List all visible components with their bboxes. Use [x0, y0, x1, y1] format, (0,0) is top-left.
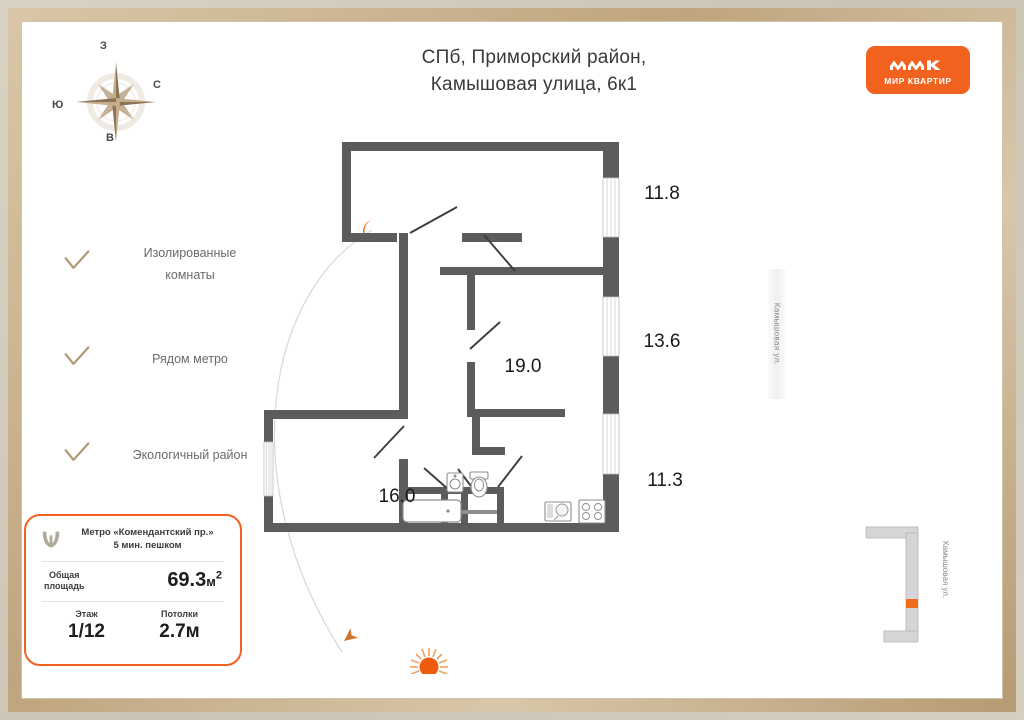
check-icon: [64, 346, 90, 366]
total-area-superscript: 2: [215, 569, 222, 582]
door-icon: [497, 455, 523, 488]
brand-logo[interactable]: МИР КВАРТИР: [866, 46, 970, 94]
feature-item-eco-district: Экологичный район: [60, 428, 275, 496]
property-info-card: Метро «Комендантский пр.» 5 мин. пешком …: [24, 514, 242, 666]
title-line-1: СПб, Приморский район,: [421, 47, 647, 68]
kitchen-sink-icon: [544, 501, 572, 522]
compass-label-west: Ю: [52, 99, 64, 111]
total-area-label: Общая площадь: [44, 570, 85, 592]
floor-cell: Этаж 1/12: [40, 609, 133, 643]
total-area-label-line1: Общая: [48, 569, 80, 580]
arrow-icon: [344, 628, 358, 641]
window-right-2: [602, 296, 620, 357]
floor-plan-svg: 11.8 13.6 19.0 11.3 16.0: [263, 142, 683, 532]
window-right-3: [602, 413, 620, 475]
toilet-icon: [469, 471, 489, 498]
mk-monogram-icon: [890, 60, 941, 70]
door-icon: [483, 234, 516, 272]
compass-label-south: В: [106, 132, 114, 144]
door-icon: [373, 425, 405, 459]
card-divider-2: [42, 601, 224, 602]
metro-station: Метро «Комендантский пр.»: [81, 527, 214, 538]
total-area-label-line2: площадь: [44, 580, 85, 591]
ceiling-value: 2.7м: [159, 621, 200, 642]
compass-star-icon: [76, 62, 156, 142]
card-divider-1: [42, 561, 224, 562]
logo-text: МИР КВАРТИР: [884, 75, 952, 86]
sun-icon: [410, 648, 448, 674]
feature-label-line1: Изолированные: [143, 246, 237, 260]
window-right-1: [602, 177, 620, 238]
metro-walk-time: 5 мин. пешком: [113, 540, 182, 551]
minimap-svg: [865, 526, 919, 643]
bathtub-icon: [402, 499, 462, 523]
floor-ceiling-row: Этаж 1/12 Потолки 2.7м: [40, 609, 226, 643]
door-icon: [469, 321, 501, 350]
room-label-16-0: 16.0: [379, 486, 416, 507]
location-minimap: Камышовая ул.: [864, 519, 974, 649]
total-area-row: Общая площадь 69.3м2: [40, 569, 226, 592]
room-label-19-0: 19.0: [505, 356, 542, 377]
floor-value: 1/12: [68, 621, 105, 642]
room-labels: 11.8 13.6 19.0 11.3 16.0: [379, 183, 683, 507]
floor-label: Этаж: [75, 609, 98, 619]
compass-label-north: З: [100, 40, 107, 52]
total-area-unit: м: [206, 574, 216, 589]
metro-m-icon: [42, 531, 60, 548]
feature-item-isolated-rooms: Изолированные комнаты: [60, 236, 275, 304]
room-label-11-3: 11.3: [647, 470, 683, 491]
metro-row: Метро «Комендантский пр.» 5 мин. пешком: [40, 526, 226, 552]
room-label-11-8: 11.8: [644, 183, 680, 204]
floor-plan: 11.8 13.6 19.0 11.3 16.0: [262, 104, 782, 584]
feature-label: Изолированные комнаты: [110, 242, 270, 286]
ceiling-cell: Потолки 2.7м: [133, 609, 226, 643]
window-left-1: [263, 441, 274, 497]
building-marker-icon: [906, 599, 918, 608]
door-icon: [409, 206, 458, 234]
ceiling-label: Потолки: [160, 609, 199, 619]
check-icon: [64, 442, 90, 462]
page-title: СПб, Приморский район, Камышовая улица, …: [324, 44, 744, 98]
floorplan-canvas: СПб, Приморский район, Камышовая улица, …: [24, 24, 1000, 696]
plan-fixtures: [402, 471, 606, 524]
feature-list: Изолированные комнаты Рядом метро Эколог…: [60, 236, 275, 496]
minimap-street-label: Камышовая ул.: [941, 541, 950, 599]
compass-rose: З С Ю В: [50, 36, 180, 156]
room-label-13-6: 13.6: [644, 331, 681, 352]
stove-icon: [578, 499, 606, 524]
compass-label-east: С: [153, 79, 161, 91]
metro-text: Метро «Комендантский пр.» 5 мин. пешком: [69, 526, 226, 552]
feature-label-line2: комнаты: [165, 268, 215, 282]
total-area-number: 69.3: [167, 569, 207, 591]
total-area-value: 69.3м2: [167, 569, 222, 592]
street-label-main-text: Камышовая ул.: [772, 302, 782, 366]
street-label-main: Камышовая ул.: [768, 269, 786, 399]
feature-item-near-metro: Рядом метро: [60, 332, 275, 400]
door-icon: [423, 467, 450, 491]
check-icon: [64, 250, 90, 270]
feature-label: Рядом метро: [152, 352, 228, 366]
plan-walls: [263, 142, 620, 532]
title-line-2: Камышовая улица, 6к1: [430, 74, 638, 95]
feature-label: Экологичный район: [132, 448, 248, 462]
sink-icon: [446, 472, 464, 493]
